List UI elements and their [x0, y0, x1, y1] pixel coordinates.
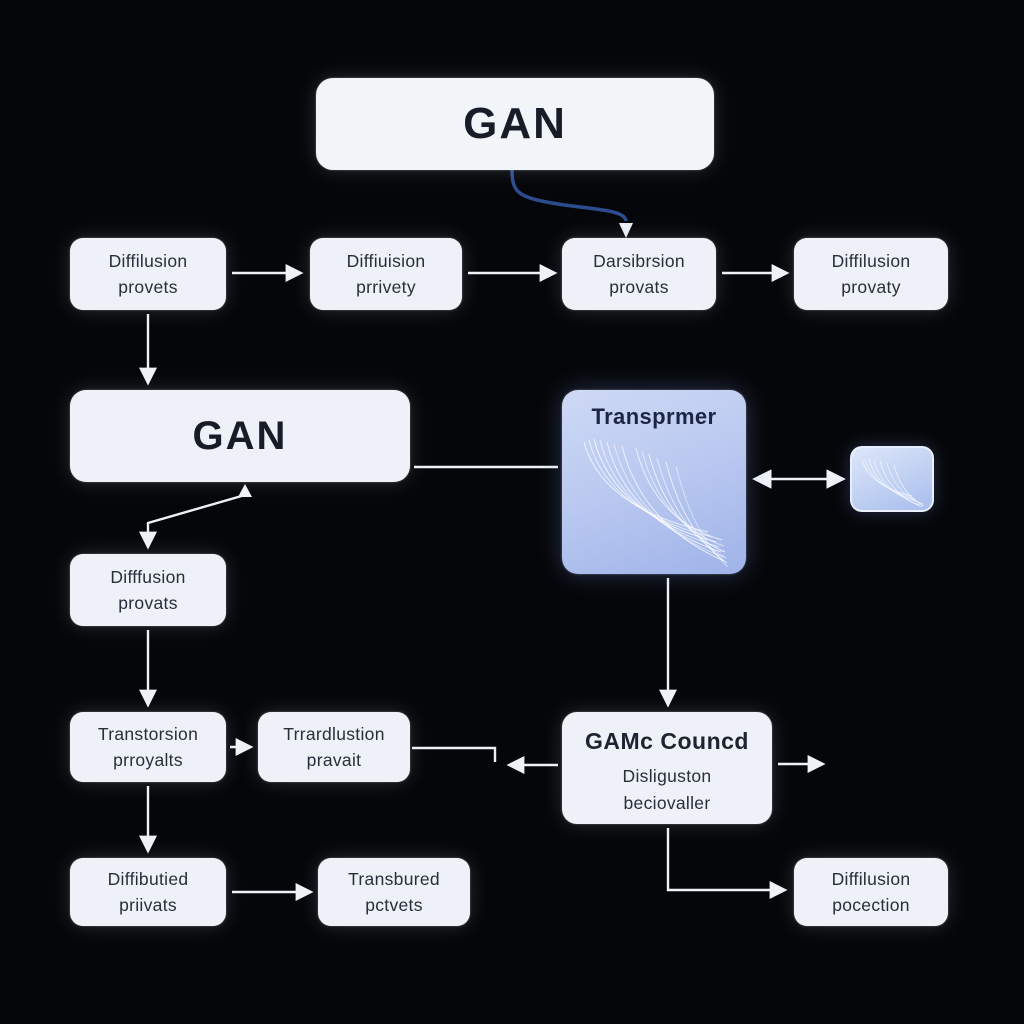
node-small-blue-box	[850, 446, 934, 512]
swoosh-lines-icon	[583, 438, 729, 568]
node-transformer: Transprmer	[562, 390, 746, 574]
node-label-line2: beciovaller	[623, 792, 711, 813]
node-label: Transprmer	[591, 404, 717, 429]
node-label-line2: pctvets	[365, 895, 423, 915]
node-label-line2: provats	[118, 593, 178, 613]
node-label-line2: provaty	[841, 277, 901, 297]
node-label-line2: provats	[609, 277, 669, 297]
node-transtorsion-prroyalts: Transtorsion prroyalts	[70, 712, 226, 782]
node-diffiuision-prrivety: Diffiuision prrivety	[310, 238, 462, 310]
node-label-line1: Diffibutied	[107, 868, 189, 889]
edge-midgan-dprov	[139, 484, 252, 550]
edge-gamc-pocection	[666, 828, 788, 899]
node-label-line1: Transbured	[348, 868, 440, 889]
node-label: GAN	[463, 99, 567, 148]
node-diffilusion-provaty: Diffilusion provaty	[794, 238, 948, 310]
swoosh-lines-icon	[861, 458, 925, 508]
node-label-line1: Diffilusion	[831, 250, 911, 271]
node-label-line2: pocection	[832, 895, 910, 915]
node-label-line2: provets	[118, 277, 178, 297]
node-darsibrsion-provats: Darsibrsion provats	[562, 238, 716, 310]
node-diffibutied-priivats: Diffibutied priivats	[70, 858, 226, 926]
node-label-line2: prroyalts	[113, 750, 183, 770]
node-diffilusion-pocection: Diffilusion pocection	[794, 858, 948, 926]
node-mid-gan: GAN	[70, 390, 410, 482]
node-difffusion-provats: Difffusion provats	[70, 554, 226, 626]
node-label-line1: Diffilusion	[831, 868, 911, 889]
node-label-line2: prrivety	[356, 277, 416, 297]
node-trrardlustion-pravait: Trrardlustion pravait	[258, 712, 410, 782]
node-label-line1: Diffilusion	[108, 250, 188, 271]
node-transbured-pctvets: Transbured pctvets	[318, 858, 470, 926]
node-label-line2: pravait	[306, 750, 362, 770]
node-label-line1: Darsibrsion	[593, 250, 685, 271]
node-label-line1: Diffiuision	[346, 250, 426, 271]
node-gamc-councd: GAMc Councd Disliguston beciovaller	[562, 712, 772, 824]
edge-trrad-elbow	[412, 746, 497, 762]
node-label-line1: Difffusion	[110, 566, 186, 587]
node-title: GAMc Councd	[585, 728, 749, 754]
node-label-line1: Transtorsion	[97, 723, 199, 744]
node-label: GAN	[192, 414, 288, 458]
node-label-line1: Trrardlustion	[283, 723, 385, 744]
node-label-line2: priivats	[119, 895, 177, 915]
edge-topgan-to-darsibrsion	[510, 169, 633, 238]
node-diffilusion-provets: Diffilusion provets	[70, 238, 226, 310]
node-top-gan: GAN	[316, 78, 714, 170]
node-label-line1: Disliguston	[622, 765, 712, 786]
